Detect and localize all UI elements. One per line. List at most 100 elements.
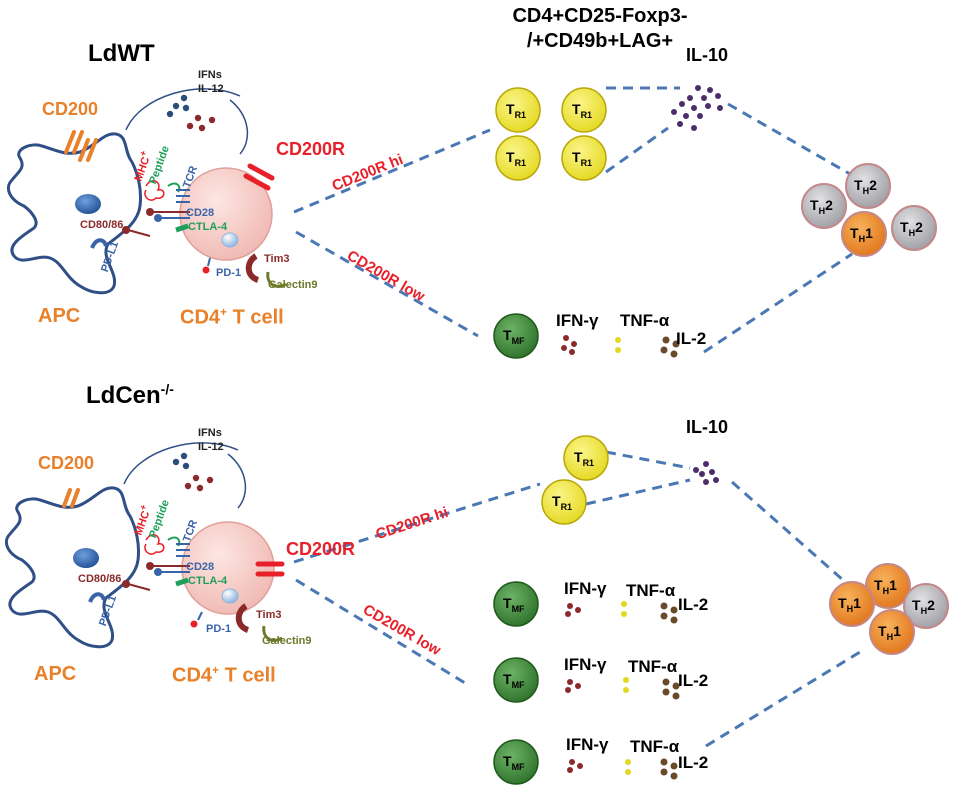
cd200r-label: CD200R (276, 139, 346, 159)
cd200-molecules (64, 130, 98, 162)
tnf-alpha-label-bottom-1: TNF-α (626, 581, 676, 600)
apc-secretion-arc (125, 88, 241, 131)
bottom-flow-lines (293, 450, 861, 748)
tr1-cell (495, 135, 541, 181)
apc-cytokine-dots (166, 94, 216, 132)
tr1-cell-label: TR1 (572, 101, 593, 120)
il2-label-bottom-3: IL-2 (678, 753, 709, 772)
tr1-cell-label: TR1 (572, 149, 593, 168)
apc-nucleus-bottom (73, 548, 99, 568)
th2-cell (903, 583, 949, 629)
synapse-molecules-bottom (88, 534, 283, 642)
tmf-cell-label: TMF (503, 327, 525, 346)
tmf-cell (493, 581, 539, 627)
tmf-cell-label: TMF (503, 595, 525, 614)
tr1-cell-label: TR1 (574, 449, 595, 468)
header-line2: /+CD49b+LAG+ (526, 30, 674, 52)
il12-label-bottom: IL-12 (198, 441, 224, 453)
ifn-gamma-label-bottom-2: IFN-γ (564, 655, 607, 674)
th1-cell-label: TH1 (874, 577, 897, 596)
th2-cell-label: TH2 (900, 219, 923, 238)
header-line1: CD4+CD25-Foxp3- (512, 5, 688, 27)
cd28-label-bottom: CD28 (186, 561, 215, 573)
th2-cell (845, 163, 891, 209)
tr1-cell (541, 479, 587, 525)
apc-secretion-arc-bottom (123, 442, 239, 485)
tr1-cell (495, 87, 541, 133)
bottom-panel (5, 442, 861, 780)
top-panel (7, 85, 853, 358)
th1-cell (869, 609, 915, 655)
apc-cell-bottom (5, 486, 140, 649)
tr1-cell-label: TR1 (506, 101, 527, 120)
tcell-nucleus (221, 232, 239, 248)
th2-cell (891, 205, 937, 251)
th2-cell-label: TH2 (912, 597, 935, 616)
cd28-label: CD28 (186, 207, 215, 219)
cd4-t-cell (179, 167, 273, 261)
il12-label: IL-12 (198, 83, 224, 95)
tr1-cell (561, 87, 607, 133)
apc-label: APC (38, 305, 81, 327)
apc-cytokine-dots-bottom (172, 452, 214, 492)
tcell-label: CD4+ T cell (180, 305, 284, 329)
top-panel-title: LdWT (88, 40, 155, 67)
tmf-cell (493, 657, 539, 703)
tim3-label-bottom: Tim3 (256, 609, 282, 621)
ifn-gamma-label-bottom-3: IFN-γ (566, 735, 609, 754)
tcell-nucleus-bottom (221, 588, 239, 604)
tnf-alpha-label-bottom-3: TNF-α (630, 737, 680, 756)
th1-cell (829, 581, 875, 627)
th1-cell-label: TH1 (850, 225, 873, 244)
ctla4-label-bottom: CTLA-4 (188, 575, 228, 587)
tmf-dots-bottom (565, 601, 680, 780)
top-flow-lines (293, 86, 853, 354)
cd80-label: CD80/86 (80, 219, 124, 231)
synapse-molecules (90, 180, 287, 288)
apc-nucleus (75, 194, 101, 214)
cd80-label-bottom: CD80/86 (78, 573, 122, 585)
il10-label-bottom: IL-10 (686, 417, 729, 437)
cd200-label-bottom: CD200 (38, 453, 95, 473)
th1-cell-label: TH1 (838, 595, 861, 614)
galectin-label: Galectin9 (268, 279, 318, 291)
tmf-cell (493, 739, 539, 785)
th2-cell-label: TH2 (854, 177, 877, 196)
ifns-label-bottom: IFNs (198, 427, 222, 439)
th2-cell (801, 183, 847, 229)
pd1-label: PD-1 (216, 267, 242, 279)
th1-cell (841, 211, 887, 257)
th2-cell-label: TH2 (810, 197, 833, 216)
ctla4-label: CTLA-4 (188, 221, 228, 233)
tr1-cell-label: TR1 (506, 149, 527, 168)
cd200r-molecule (243, 163, 275, 191)
tcell-secretion-arc-bottom (227, 453, 247, 509)
tmf-cell (493, 313, 539, 359)
il2-label-bottom-1: IL-2 (678, 595, 709, 614)
tmf-cell-label: TMF (503, 753, 525, 772)
cd200r-molecule-bottom (255, 561, 285, 577)
tr1-cell-label: TR1 (552, 493, 573, 512)
apc-label-bottom: APC (34, 663, 77, 685)
galectin-label-bottom: Galectin9 (262, 635, 312, 647)
ifn-gamma-label-top: IFN-γ (556, 311, 599, 330)
tmf-cell-label: TMF (503, 671, 525, 690)
tr1-cell (561, 135, 607, 181)
il2-label-top: IL-2 (676, 329, 707, 348)
il2-label-bottom-2: IL-2 (678, 671, 709, 690)
ifn-gamma-label-bottom-1: IFN-γ (564, 579, 607, 598)
pd1-label-bottom: PD-1 (206, 623, 232, 635)
tnf-alpha-label-top: TNF-α (620, 311, 670, 330)
header-label: CD4+CD25-Foxp3- /+CD49b+LAG+ (480, 4, 720, 54)
tnf-alpha-label-bottom-2: TNF-α (628, 657, 678, 676)
th1-cell-label: TH1 (878, 623, 901, 642)
ifns-label: IFNs (198, 69, 222, 81)
il10-dots-bottom (693, 461, 719, 485)
tcell-label-bottom: CD4+ T cell (172, 663, 276, 687)
cd200-molecules-bottom (62, 488, 80, 508)
il10-dots-top (671, 85, 723, 131)
tr1-cell (563, 435, 609, 481)
tmf-dots-top (561, 335, 680, 358)
